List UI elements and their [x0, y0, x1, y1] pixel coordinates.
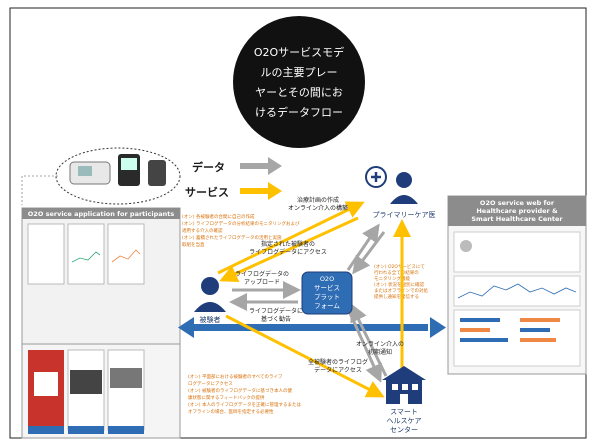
bottom-note-3: (オン) 被験者のライフログデータに基づき本人の健 [188, 387, 292, 394]
edge-labels: 治療計画の作成 オンライン介入の構築 指定された被験者の ライフログデータにアク… [235, 196, 404, 374]
platform-label-3: プラット [314, 293, 340, 301]
app-screens [21, 343, 181, 439]
web-panel-title-1: O2O service web for [480, 199, 555, 207]
lifelog-based-label-1: ライフログデータに [249, 307, 303, 315]
web-note-2: 行われる全ての結果の [374, 269, 419, 276]
bottom-notes: (オン) 平面部における被験者のすべてのライフ ログデータにアクセス (オン) … [188, 373, 301, 415]
lifelog-based-label-2: 基づく勧告 [261, 315, 291, 323]
primary-care-label: プライマリーケア医 [373, 211, 436, 219]
lifelog-upload-label-2: アップロード [244, 279, 280, 286]
bottom-note-1: (オン) 平面部における被験者のすべてのライフ [188, 373, 282, 380]
all-access-label-2: データにアクセス [314, 366, 362, 374]
primary-care-node: プライマリーケア医 [365, 166, 436, 219]
service-arrows [217, 201, 411, 398]
web-note-1: (オン) O2Oサービスにて [374, 263, 425, 270]
app-panel-title: O2O service application for participants [28, 210, 175, 218]
participant-label: 被験者 [200, 315, 221, 324]
app-note-2: (オン) ライフログデータの分析結果のモニタリングおよび [182, 220, 300, 227]
platform-node: O2O サービス プラット フォーム [301, 271, 353, 315]
legend: データ サービス [185, 157, 282, 200]
title-line-1: O2Oサービスモデ [254, 45, 344, 59]
app-note-1: (オン) 各被験者の合間に自己の作成 [182, 213, 255, 220]
treatment-plan-label-2: オンライン介入の構築 [288, 204, 348, 212]
legend-data-label: データ [192, 160, 225, 174]
smart-center-label-1: スマート [390, 408, 418, 416]
participant-node: 被験者 [194, 277, 226, 324]
legend-service-arrow [240, 182, 282, 200]
designated-access-label-1: 指定された被験者の [261, 240, 315, 248]
smart-center-label-2: ヘルスケア [387, 417, 422, 425]
title-line-4: けるデータフロー [255, 105, 343, 119]
title-badge: O2Oサービスモデ ルの主要プレー ヤーとその間にお けるデータフロー [233, 16, 365, 148]
blue-axis-arrow [178, 317, 446, 338]
web-panel: O2O service web for Healthcare provider … [447, 195, 587, 375]
smart-center-node: スマート ヘルスケア センター [382, 366, 426, 434]
web-note-6: 提供し通知を発信する [374, 293, 419, 300]
title-line-2: ルの主要プレー [261, 66, 338, 79]
title-line-3: ヤーとその間にお [255, 86, 343, 99]
platform-label-4: フォーム [314, 302, 340, 310]
app-panel: O2O service application for participants… [21, 207, 300, 345]
bottom-note-5: (オン) 本人のライフログデータを正確に管理するまたは [188, 401, 301, 408]
treatment-plan-label-1: 治療計画の作成 [297, 196, 339, 204]
lifelog-upload-label-1: ライフログデータの [235, 270, 289, 278]
device-connector [21, 175, 58, 205]
app-notes: (オン) 各被験者の合間に自己の作成 (オン) ライフログデータの分析結果のモニ… [182, 213, 300, 248]
web-note-3: モニタリング機能 [374, 275, 410, 282]
bottom-note-2: ログデータにアクセス [188, 380, 233, 387]
designated-access-label-2: ライフログデータにアクセス [249, 248, 327, 256]
legend-data-arrow [240, 157, 282, 175]
platform-label-2: サービス [314, 283, 340, 292]
smart-center-label-3: センター [390, 425, 418, 434]
online-intervention-label-2: 初期通知 [368, 348, 392, 356]
all-access-label-1: 全被験者のライフログ [308, 358, 368, 366]
app-note-3: 適用する介入の確認 [182, 227, 223, 234]
online-intervention-label-1: オンライン介入の [356, 341, 404, 348]
platform-label-1: O2O [320, 275, 334, 283]
data-arrows [229, 223, 388, 383]
device-image [55, 147, 181, 205]
web-panel-title-3: Smart Healthcare Center [471, 215, 563, 223]
app-note-5: 取組を当直 [182, 241, 205, 248]
bottom-note-6: オフラインの場合、医師を指定する必要性 [188, 408, 274, 415]
web-panel-title-2: Healthcare provider & [476, 207, 558, 215]
bottom-note-4: 康状態に関するフィードバックの提供 [188, 394, 265, 401]
web-note-4: (オン) 状況を個別に確認 [374, 281, 424, 288]
app-note-4: (オン) 蓄積されたライフログデータの活用と実施 [182, 234, 282, 241]
legend-service-label: サービス [185, 185, 229, 199]
